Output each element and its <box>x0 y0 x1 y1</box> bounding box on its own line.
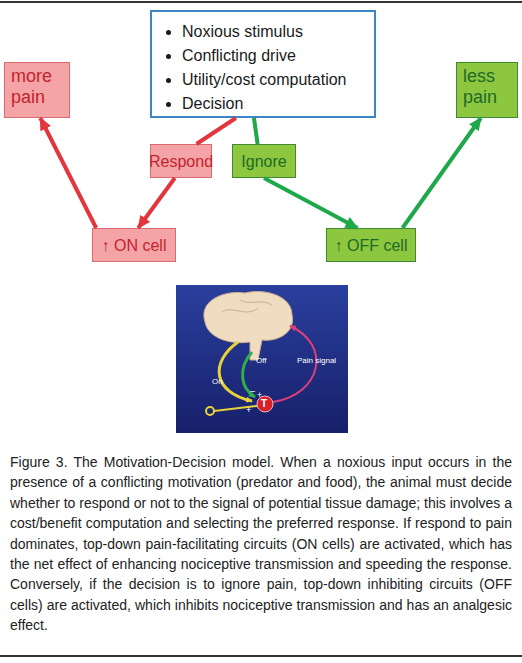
sign-label: – <box>250 386 255 397</box>
node-text-group: ↑ OFF cell <box>335 236 408 255</box>
node-text-group: Respond <box>149 152 213 171</box>
node-text-group: less pain <box>463 66 511 108</box>
outcome-box: more pain <box>4 62 70 118</box>
brain-drawing <box>204 292 293 360</box>
connector-arrow <box>40 118 96 228</box>
afferent-neuron <box>206 407 214 415</box>
process-box: Noxious stimulusConflicting driveUtility… <box>150 10 376 118</box>
node-text: less pain <box>463 66 511 108</box>
top-rule <box>0 1 522 3</box>
node-text-group: Ignore <box>241 152 286 171</box>
connector-arrow <box>138 178 175 228</box>
node-text-group: ↑ ON cell <box>102 236 167 255</box>
outcome-box: less pain <box>456 62 518 118</box>
pathway-label: On <box>212 377 223 387</box>
connector-arrow <box>254 118 258 144</box>
sign-label: + <box>257 390 262 401</box>
cell-box: ↑ ON cell <box>92 228 176 262</box>
off-pathway <box>243 352 255 397</box>
connector-arrow <box>264 178 358 228</box>
bullet-item: Noxious stimulus <box>182 20 374 44</box>
decision-box: Ignore <box>232 144 296 178</box>
decision-box: Respond <box>150 144 212 178</box>
figure-caption: Figure 3. The Motivation-Decision model.… <box>10 452 512 636</box>
bullet-item: Utility/cost computation <box>182 68 374 92</box>
node-text: ↑ OFF cell <box>335 236 408 255</box>
node-text: Ignore <box>241 152 286 171</box>
node-text: more pain <box>11 66 63 108</box>
bullet-list: Noxious stimulusConflicting driveUtility… <box>152 20 374 116</box>
cell-box: ↑ OFF cell <box>326 228 416 262</box>
pathway-label: Off <box>256 356 267 366</box>
bottom-rule <box>0 655 522 657</box>
connector-arrow <box>197 118 236 144</box>
illustration-background <box>176 285 348 433</box>
bullet-item: Conflicting drive <box>182 44 374 68</box>
node-text: ↑ ON cell <box>102 236 167 255</box>
pathway-label: Pain signal <box>297 356 336 366</box>
bullet-item: Decision <box>182 92 374 116</box>
connector-arrow <box>403 118 481 228</box>
brain-folds <box>222 300 272 312</box>
node-text-group: more pain <box>11 66 63 108</box>
sign-label: + <box>246 405 251 416</box>
node-text: Respond <box>149 152 213 171</box>
